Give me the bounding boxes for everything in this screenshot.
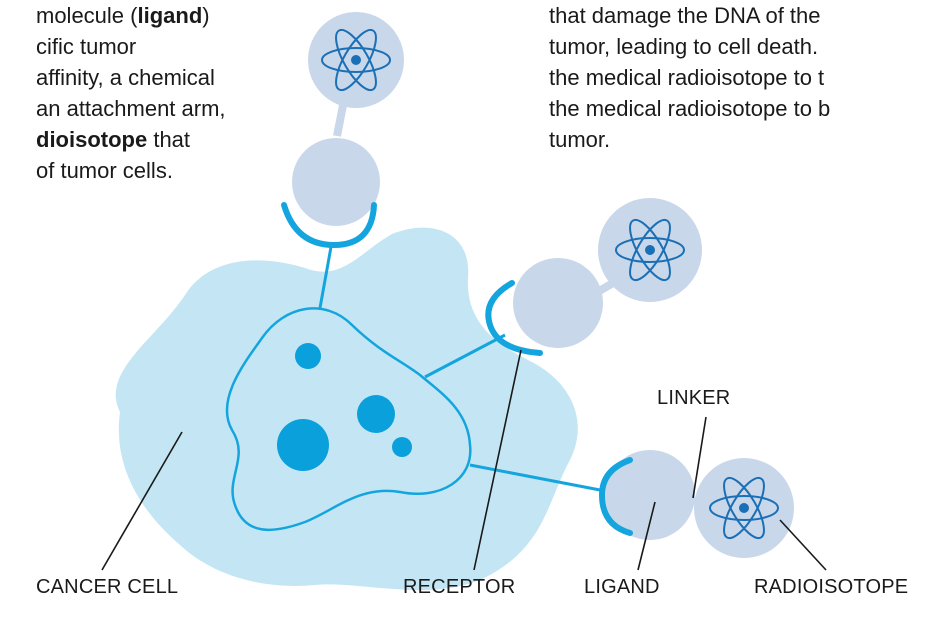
radioisotope-leader [780, 520, 826, 570]
nucleus-dot-2 [357, 395, 395, 433]
nucleus-dot-1 [295, 343, 321, 369]
nucleus-dot-4 [392, 437, 412, 457]
label-cancer-cell: CANCER CELL [36, 576, 178, 598]
ligand-top [292, 138, 380, 226]
label-ligand: LIGAND [584, 576, 660, 598]
label-radioisotope: RADIOISOTOPE [754, 576, 908, 598]
nucleus-dot-3 [277, 419, 329, 471]
ligand-middle [513, 258, 603, 348]
label-receptor: RECEPTOR [403, 576, 515, 598]
label-linker: LINKER [657, 387, 730, 409]
